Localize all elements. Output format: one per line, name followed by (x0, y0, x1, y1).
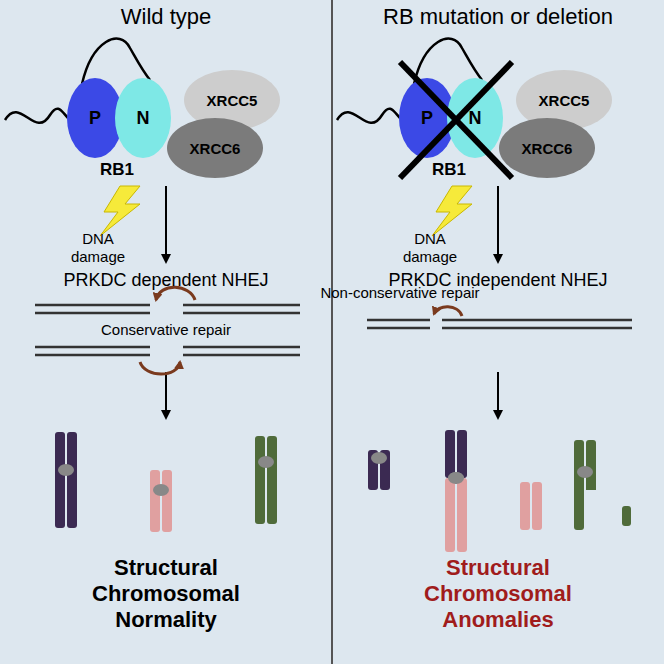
protein-name: N (137, 108, 150, 129)
protein-name: XRCC5 (539, 92, 590, 109)
chromosome (150, 470, 172, 532)
figure-label: Conservative repair (66, 321, 266, 339)
protein-oval: XRCC6 (167, 118, 263, 178)
chromosome (255, 436, 277, 524)
figure-label: DNA damage (58, 230, 138, 265)
figure-label: Wild type (16, 4, 316, 30)
figure-label: Non-conservative repair (300, 284, 500, 302)
protein-name: XRCC6 (190, 140, 241, 157)
figure-label: RB mutation or deletion (343, 4, 653, 30)
protein-name: P (421, 108, 433, 129)
protein-oval: N (447, 78, 503, 158)
protein-oval: N (115, 78, 171, 158)
protein-oval: P (67, 78, 123, 158)
protein-oval: XRCC6 (499, 118, 595, 178)
figure-label: PRKDC dependent NHEJ (16, 270, 316, 291)
figure-label: RB1 (409, 160, 489, 180)
chromosome (445, 478, 467, 552)
chromosome (368, 450, 390, 490)
figure-label: DNA damage (390, 230, 470, 265)
protein-oval: P (399, 78, 455, 158)
figure-label: Structural Chromosomal Anomalies (393, 555, 603, 633)
protein-name: P (89, 108, 101, 129)
protein-name: XRCC6 (522, 140, 573, 157)
protein-name: XRCC5 (207, 92, 258, 109)
chromosome (520, 482, 542, 530)
chromosome (55, 432, 77, 528)
chromosome (445, 430, 467, 484)
figure-label: RB1 (77, 160, 157, 180)
figure-label: Structural Chromosomal Normality (61, 555, 271, 633)
protein-name: N (469, 108, 482, 129)
